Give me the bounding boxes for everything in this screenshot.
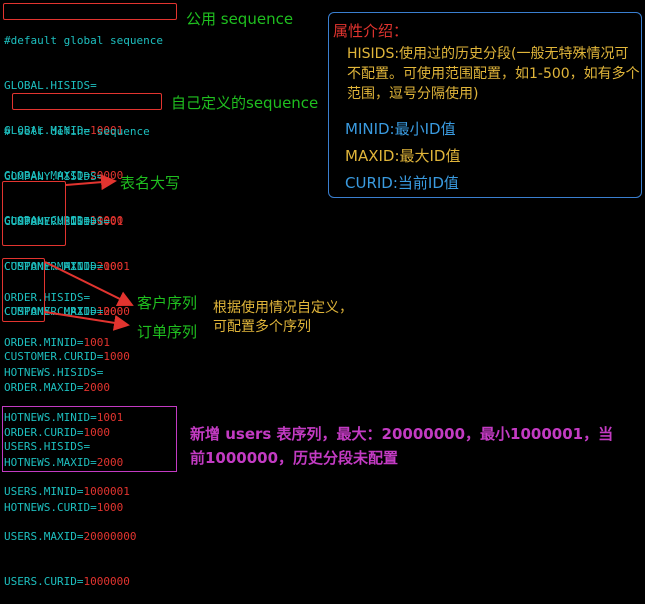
code-line: CUSTOMER.CURID=1000 xyxy=(4,349,130,364)
annotation-public-sequence: 公用 sequence xyxy=(186,10,294,28)
highlight-customer-box xyxy=(2,181,66,246)
annotation-customer-seq: 客户序列 xyxy=(137,294,198,312)
value: 1000001 xyxy=(83,485,130,498)
code-line: COMPANY.MINID=1001 xyxy=(4,214,150,229)
code-customer-block: CUSTOMER.HISIDS= CUSTOMER.MINID=1001 CUS… xyxy=(4,184,130,379)
property-panel: 属性介绍： HISIDS:使用过的历史分段(一般无特殊情况可不配置。可使用范围配… xyxy=(328,12,642,198)
code-order-block: ORDER.HISIDS= ORDER.MINID=1001 ORDER.MAX… xyxy=(4,260,110,455)
key: GLOBAL.CURID= xyxy=(4,214,91,227)
key: USERS.CURID= xyxy=(4,575,84,588)
code-line: USERS.MAXID=20000000 xyxy=(4,529,136,544)
key: USERS.MINID= xyxy=(4,485,84,498)
value: 1001 xyxy=(83,336,110,349)
value: 2000 xyxy=(83,381,110,394)
highlight-users-box xyxy=(2,406,177,472)
value: 1001 xyxy=(96,215,124,228)
code-line: COMPANY.MAXID=2000 xyxy=(4,259,150,274)
highlight-default-box xyxy=(3,3,177,20)
code-line: ORDER.CURID=1000 xyxy=(4,425,110,440)
comment-self: self define sequence xyxy=(17,125,150,138)
panel-maxid: MAXID:最大ID值 xyxy=(345,147,461,165)
key: ORDER.MINID= xyxy=(4,336,84,349)
code-line: HOTNEWS.MINID=1001 xyxy=(4,410,123,425)
annotation-order-seq: 订单序列 xyxy=(137,323,198,341)
panel-curid: CURID:当前ID值 xyxy=(345,174,459,192)
key: HOTNEWS.MINID= xyxy=(4,411,97,424)
panel-title: 属性介绍： xyxy=(333,22,409,40)
arrows-layer xyxy=(44,174,134,331)
value: 10001 xyxy=(90,124,124,137)
arrow-customer-seq xyxy=(44,261,134,306)
hash-mark: # xyxy=(4,34,11,47)
code-company-block: # self define sequence COMPANY.HISIDS= C… xyxy=(4,94,150,334)
value: 1001 xyxy=(96,411,124,424)
key: CUSTOMER.MAXID= xyxy=(4,305,104,318)
comment-default-line: #default global sequence xyxy=(4,33,163,48)
key: GLOBAL.MINID= xyxy=(4,124,91,137)
key: GLOBAL.MAXID= xyxy=(4,169,91,182)
code-line: GLOBAL.CURID=10000 xyxy=(4,213,163,228)
value: 2000 xyxy=(96,456,124,469)
highlight-self-box xyxy=(12,93,162,110)
users-note-line-2: 前1000000，历史分段未配置 xyxy=(190,449,399,467)
hash-mark: # xyxy=(4,125,11,138)
highlight-order-box xyxy=(2,258,45,322)
value: 1000000 xyxy=(83,575,130,588)
code-line: GLOBAL.HISIDS= xyxy=(4,79,97,92)
code-line: HOTNEWS.HISIDS= xyxy=(4,366,104,379)
arrow-table-upper xyxy=(65,174,117,191)
key: CUSTOMER.CURID= xyxy=(4,350,104,363)
annotation-users-note: 新增 users 表序列，最大：20000000，最小1000001，当 前10… xyxy=(190,422,613,470)
panel-hisids: HISIDS:使用过的历史分段(一般无特殊情况可不配置。可使用范围配置，如1-5… xyxy=(347,46,640,102)
value: 2000 xyxy=(103,305,130,318)
key: ORDER.CURID= xyxy=(4,426,84,439)
arrow-order-seq xyxy=(44,311,130,331)
key: ORDER.MAXID= xyxy=(4,381,84,394)
key: COMPANY.MAXID= xyxy=(4,260,97,273)
annotation-table-upper: 表名大写 xyxy=(120,174,181,192)
key: HOTNEWS.MAXID= xyxy=(4,456,97,469)
code-line: CUSTOMER.MAXID=2000 xyxy=(4,304,130,319)
code-line: USERS.MINID=1000001 xyxy=(4,484,136,499)
code-line: ORDER.MAXID=2000 xyxy=(4,380,110,395)
key: COMPANY.MINID= xyxy=(4,215,97,228)
custom-note-line-1: 根据使用情况自定义， xyxy=(213,300,353,316)
code-line: HOTNEWS.MAXID=2000 xyxy=(4,455,123,470)
value: 10000 xyxy=(90,214,124,227)
code-line: COMPANY.CURID=1000 xyxy=(4,304,150,319)
value: 1001 xyxy=(103,260,130,273)
code-line: ORDER.MINID=1001 xyxy=(4,335,110,350)
code-line: COMPANY.HISIDS= xyxy=(4,170,104,183)
code-line: USERS.HISIDS= xyxy=(4,440,91,453)
key: USERS.MAXID= xyxy=(4,530,84,543)
code-line: ORDER.HISIDS= xyxy=(4,291,91,304)
value: 1000 xyxy=(83,426,110,439)
annotation-self-defined: 自己定义的sequence xyxy=(171,94,319,112)
value: 20000000 xyxy=(83,530,137,543)
value: 1000 xyxy=(103,350,130,363)
panel-minid: MINID:最小ID值 xyxy=(345,120,456,138)
value: 1000 xyxy=(96,305,124,318)
comment-default: default global sequence xyxy=(10,34,163,47)
value: 2000 xyxy=(96,260,124,273)
code-line: GLOBAL.MINID=10001 xyxy=(4,123,163,138)
code-line: USERS.CURID=1000000 xyxy=(4,574,136,589)
users-note-line-1: 新增 users 表序列，最大：20000000，最小1000001，当 xyxy=(190,425,614,443)
code-line: CUSTOMER.HISIDS= xyxy=(4,215,110,228)
comment-self-line: # self define sequence xyxy=(4,124,150,139)
annotation-custom-note: 根据使用情况自定义， 可配置多个序列 xyxy=(213,299,353,337)
custom-note-line-2: 可配置多个序列 xyxy=(213,319,311,335)
key: COMPANY.CURID= xyxy=(4,305,97,318)
